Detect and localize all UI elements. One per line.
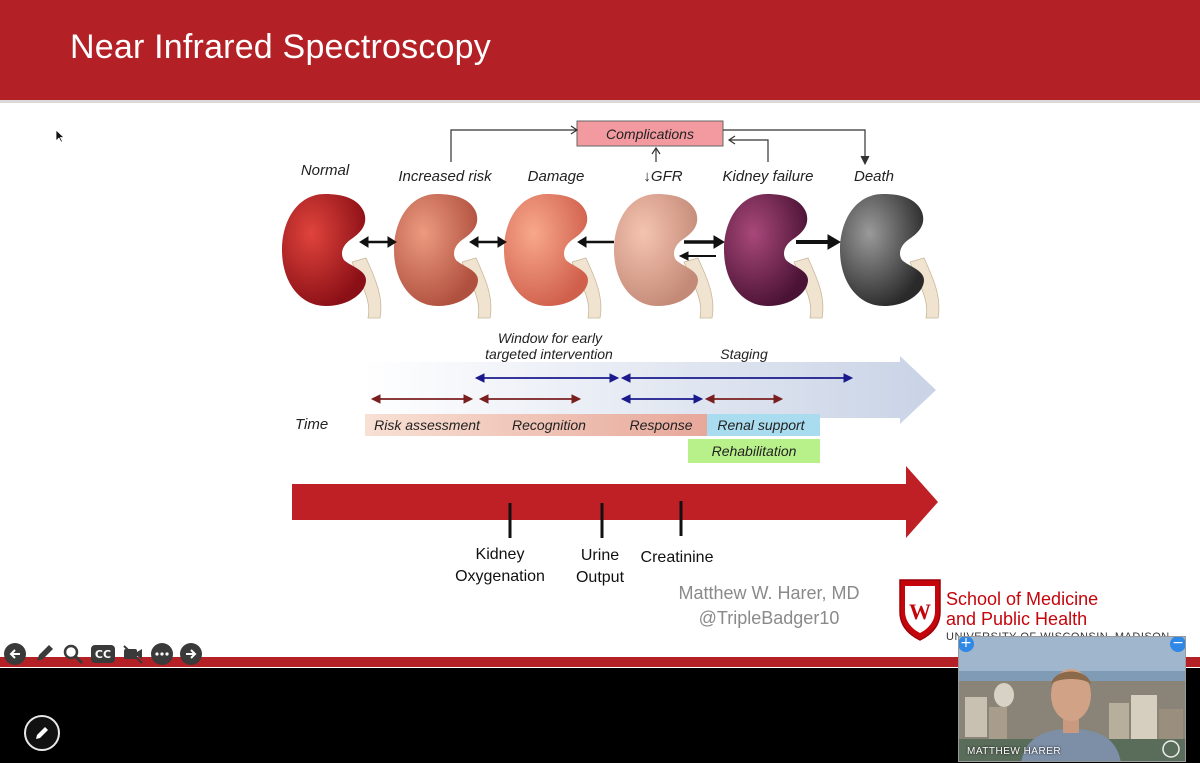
arrow-right-icon [184, 647, 198, 661]
stage-label-increased-risk: Increased risk [398, 168, 493, 185]
phase-response: Response [629, 417, 692, 433]
phase-recognition: Recognition [512, 417, 586, 433]
kidney-damage [504, 194, 601, 318]
svg-text:W: W [909, 599, 931, 624]
window-label-line2: targeted intervention [485, 346, 613, 362]
phase-renal-support: Renal support [717, 417, 805, 433]
staging-label: Staging [720, 346, 768, 362]
kidney-increased-risk [394, 194, 491, 318]
closed-captions-button[interactable]: CC [91, 645, 115, 663]
stage-label-damage: Damage [528, 168, 585, 185]
add-participant-button[interactable]: + [958, 636, 974, 652]
time-label: Time [295, 416, 328, 433]
stage-label-death: Death [854, 168, 894, 185]
ellipsis-icon [155, 651, 169, 657]
marker-urine-line1: Urine [581, 547, 619, 564]
marker-urine-line2: Output [576, 569, 625, 586]
presenter-video-feed [959, 637, 1186, 762]
cc-icon: CC [95, 648, 111, 661]
stage-label-gfr: ↓GFR [643, 168, 682, 185]
complications-label: Complications [606, 126, 694, 142]
camera-off-icon [122, 643, 144, 665]
annotate-button[interactable] [24, 715, 60, 751]
connector-death [723, 130, 865, 162]
timeline-red-arrow [292, 466, 938, 538]
window-label-line1: Window for early [498, 330, 603, 346]
pen-tool-button[interactable] [33, 643, 55, 665]
zoom-button[interactable] [62, 643, 84, 665]
slideshow-toolbar: CC [4, 642, 202, 666]
marker-kidney-line1: Kidney [476, 546, 525, 563]
school-name-line1: School of Medicine [946, 589, 1098, 609]
staging-band-arrow [362, 356, 936, 424]
presentation-slide: Near Infrared Spectroscopy Complications [0, 0, 1200, 668]
kidney-disease-diagram: Complications Normal Increased risk Dama… [0, 0, 1200, 668]
credit-handle: @TripleBadger10 [699, 608, 840, 628]
arrow-left-icon [8, 647, 22, 661]
rehabilitation-label: Rehabilitation [712, 443, 797, 459]
camera-toggle-button[interactable] [122, 643, 144, 665]
kidney-normal [282, 194, 381, 318]
presenter-video-tile[interactable]: MATTHEW HARER + − [958, 636, 1186, 762]
kidney-death [840, 194, 939, 318]
minimize-video-button[interactable]: − [1170, 636, 1186, 652]
stage-label-normal: Normal [301, 162, 350, 179]
marker-kidney-line2: Oxygenation [455, 568, 545, 585]
arrowhead [861, 156, 869, 164]
participant-name: MATTHEW HARER [967, 746, 1061, 757]
stage-label-kidney-failure: Kidney failure [723, 168, 814, 185]
kidney-kidney-failure [724, 194, 823, 318]
next-slide-button[interactable] [180, 643, 202, 665]
previous-slide-button[interactable] [4, 643, 26, 665]
pencil-icon [34, 725, 50, 741]
marker-creatinine: Creatinine [641, 549, 714, 566]
minus-icon: − [1172, 636, 1184, 651]
mouse-cursor-icon [55, 129, 65, 143]
uw-crest-logo: W [900, 580, 940, 640]
phase-risk-assessment: Risk assessment [374, 417, 481, 433]
school-name-line2: and Public Health [946, 609, 1087, 629]
connector-increased-risk [451, 130, 577, 162]
credit-name: Matthew W. Harer, MD [678, 583, 859, 603]
magnifier-icon [62, 643, 84, 665]
more-options-button[interactable] [151, 643, 173, 665]
plus-icon: + [960, 636, 972, 651]
pen-icon [33, 643, 55, 665]
